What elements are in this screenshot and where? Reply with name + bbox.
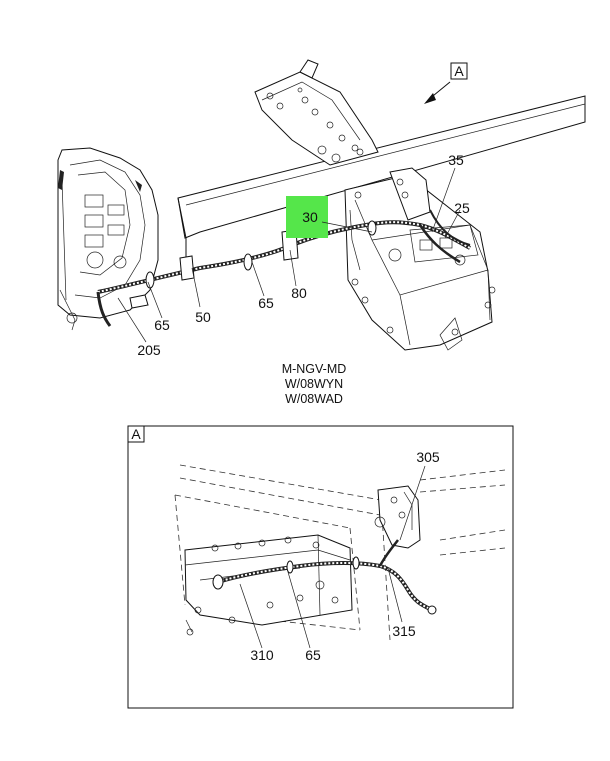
caption-line-1: M-NGV-MD xyxy=(282,362,347,376)
callout-315: 315 xyxy=(392,623,416,639)
upper-bracket xyxy=(254,59,379,166)
view-marker-box xyxy=(450,62,468,80)
callout-65-b: 65 xyxy=(258,295,274,311)
transmission-housing xyxy=(57,147,159,331)
callout-50: 50 xyxy=(195,309,211,325)
view-marker-label: A xyxy=(454,63,464,79)
view-direction-arrow xyxy=(424,81,451,104)
callout-80: 80 xyxy=(291,285,307,301)
inset-marker-label: A xyxy=(131,426,141,442)
leader-lines-top xyxy=(117,167,461,343)
callout-30: 30 xyxy=(302,209,318,225)
callout-65-inset: 65 xyxy=(305,647,321,663)
callout-30-highlight xyxy=(286,196,328,238)
callout-65-a: 65 xyxy=(154,317,170,333)
main-view: A 30 35 25 50 65 80 65 205 M-NGV-MD W/08… xyxy=(57,59,586,406)
leader-lines-inset xyxy=(239,465,426,649)
callout-205: 205 xyxy=(137,342,161,358)
tank-assembly xyxy=(344,167,496,351)
callout-305: 305 xyxy=(416,449,440,465)
wiring-harness xyxy=(96,209,471,327)
inset-marker-box xyxy=(127,425,145,443)
callout-35: 35 xyxy=(448,152,464,168)
callout-310: 310 xyxy=(250,647,274,663)
callout-25: 25 xyxy=(454,200,470,216)
inset-tank xyxy=(184,534,353,636)
inset-harness xyxy=(212,539,437,615)
caption-line-3: W/08WAD xyxy=(285,392,343,406)
caption-line-2: W/08WYN xyxy=(285,377,343,391)
inset-view: A xyxy=(127,425,514,709)
